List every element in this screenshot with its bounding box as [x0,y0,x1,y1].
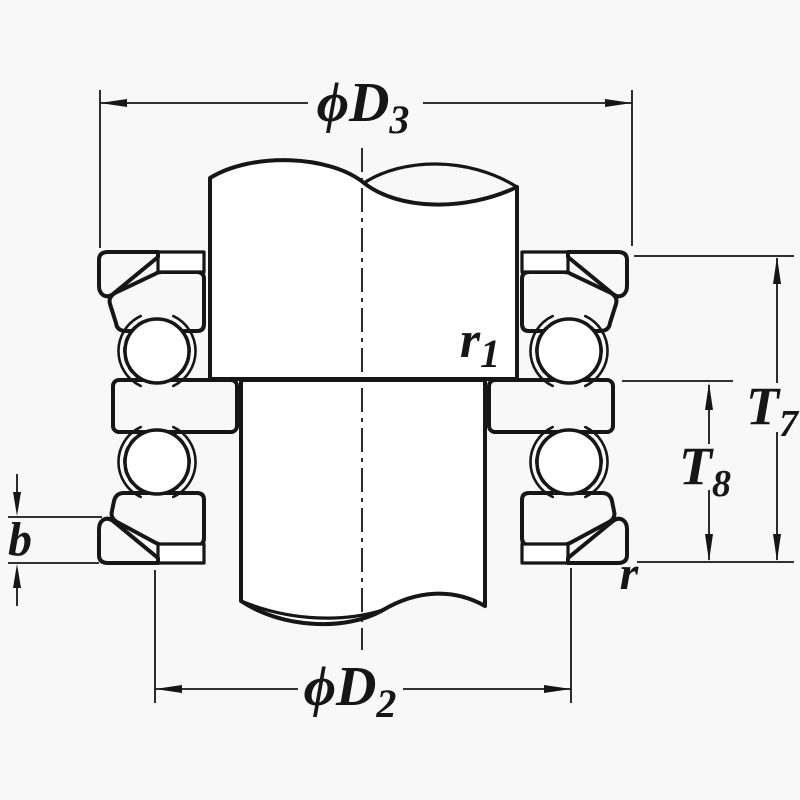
shaft-washer-right [487,378,615,434]
dim-label-r1: r1 [460,312,500,376]
b-arrow-bottom [13,564,21,588]
dim-label-r: r [620,547,640,600]
t7-arrow-bottom [773,534,781,561]
housing-washer-top-left-flange [156,250,206,274]
d3-arrow-right [605,99,632,107]
shaft-upper-break-curve [362,162,519,189]
t8-arrow-top [705,383,713,410]
dim-label-t8: T8 [679,436,731,505]
ball [123,317,191,385]
seat-washer-top-right [566,250,629,299]
housing-washer-bottom-right-flange [520,542,570,565]
housing-washer-top-right-flange [520,250,570,274]
seat-washer-bottom-left [97,516,160,565]
shaft-lower-break-curve [239,599,385,620]
t8-arrow-bottom [705,534,713,561]
cage-outer-right [172,314,197,388]
seat-washer-top-left [97,250,160,299]
seat-washer-bottom-right [566,516,629,565]
shaft-washer-left [111,378,239,434]
d2-arrow-right [544,685,571,693]
housing-washer-bottom-left-flange [156,542,206,565]
cage-inner-right [170,320,191,382]
dim-label-b: b [8,513,32,566]
t7-arrow-top [773,257,781,284]
part-geometry [97,158,629,627]
dim-label-t7: T7 [746,376,800,445]
cage-outer-left [117,314,142,388]
annotations: ϕD3 ϕD2 T7 T8 b r1 r [8,72,800,726]
dim-label-d3: ϕD3 [317,72,410,142]
b-arrow-top [13,492,21,516]
ball-cage-assembly [117,314,197,388]
shaft-lower [239,378,487,627]
d3-arrow-left [100,99,127,107]
housing-washer-top-right [520,270,619,333]
d2-arrow-left [155,685,182,693]
dim-label-d2: ϕD2 [304,656,397,726]
cage-inner-left [123,320,144,382]
housing-washer-top-left [107,270,206,333]
